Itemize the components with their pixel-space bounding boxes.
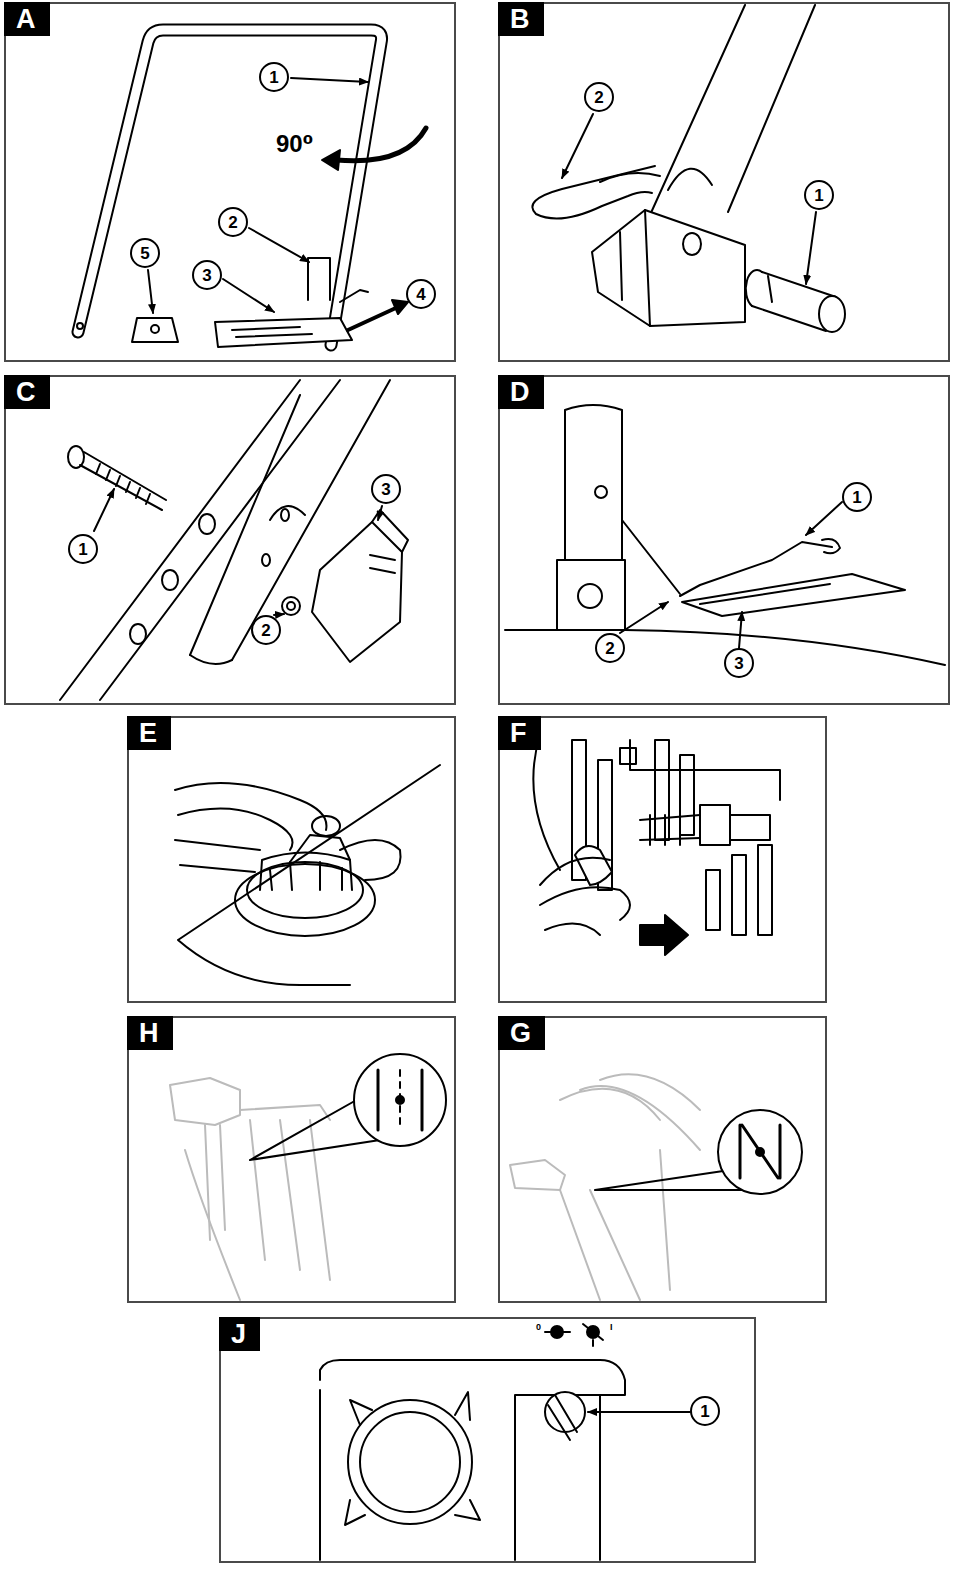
figure-panel: J1: [219, 1317, 756, 1563]
figure-panel: F: [498, 716, 827, 1003]
callout-circle: 4: [406, 279, 436, 309]
callout-number: 1: [852, 489, 861, 506]
switch-mark: I: [610, 1322, 613, 1332]
panel-letter: B: [498, 2, 544, 36]
callout-circle: 2: [595, 633, 625, 663]
angle-label: 90⁰: [276, 130, 313, 158]
panel-letter: E: [127, 716, 171, 750]
figure-panel: G: [498, 1016, 827, 1303]
callout-circle: 1: [259, 62, 289, 92]
figure-panel: H: [127, 1016, 456, 1303]
figure-panel: E: [127, 716, 456, 1003]
callout-number: 1: [78, 541, 87, 558]
callout-number: 3: [381, 481, 390, 498]
callout-circle: 5: [130, 238, 160, 268]
panel-letter: G: [498, 1016, 545, 1050]
callout-circle: 3: [192, 260, 222, 290]
callout-circle: 2: [584, 82, 614, 112]
panel-letter: C: [4, 375, 50, 409]
callout-circle: 2: [251, 615, 281, 645]
callout-number: 1: [269, 69, 278, 86]
callout-circle: 3: [724, 648, 754, 678]
callout-number: 5: [140, 245, 149, 262]
figure-panel: A 1 2 3 4 5: [4, 2, 456, 362]
callout-number: 3: [202, 267, 211, 284]
panel-letter: D: [498, 375, 544, 409]
callout-number: 4: [416, 286, 425, 303]
callout-circle: 3: [371, 474, 401, 504]
panel-letter: H: [127, 1016, 173, 1050]
panel-letter: A: [4, 2, 50, 36]
figure-panel: C 1 2 3: [4, 375, 456, 705]
panel-letter: F: [498, 716, 541, 750]
callout-number: 3: [734, 655, 743, 672]
callout-circle: 1: [804, 180, 834, 210]
callout-circle: 1: [842, 482, 872, 512]
figure-panel: D 1 2 3: [498, 375, 950, 705]
figure-panel: B 1 2: [498, 2, 950, 362]
panel-letter: J: [219, 1317, 260, 1351]
callout-circle: 1: [68, 534, 98, 564]
callout-number: 2: [605, 640, 614, 657]
callout-circle: 2: [218, 207, 248, 237]
callout-number: 2: [261, 622, 270, 639]
callout-circle: 1: [690, 1396, 720, 1426]
switch-mark: 0: [536, 1322, 541, 1332]
callout-number: 2: [228, 214, 237, 231]
callout-number: 1: [814, 187, 823, 204]
callout-number: 1: [700, 1403, 709, 1420]
callout-number: 2: [594, 89, 603, 106]
